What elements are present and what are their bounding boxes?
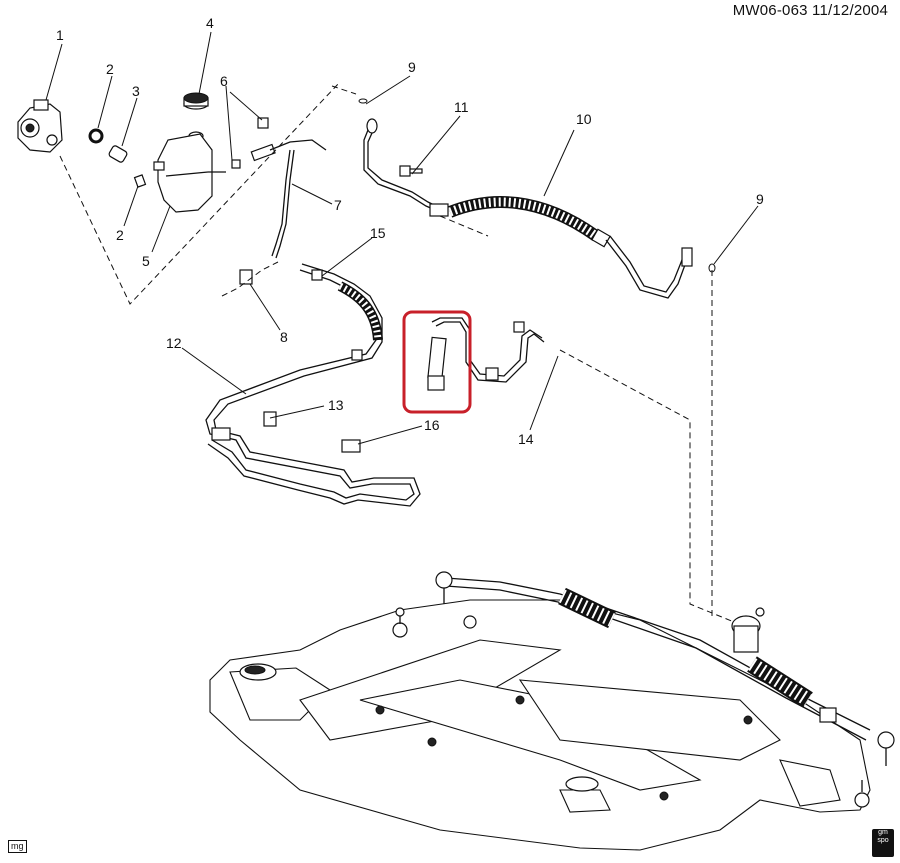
seal-ring-upper xyxy=(88,128,104,144)
gmspo-logo-line2: spo xyxy=(877,837,889,844)
callout-3: 3 xyxy=(132,83,140,99)
power-steering-pump xyxy=(17,99,63,153)
callout-7: 7 xyxy=(334,197,342,213)
pipe-bracket-clip xyxy=(341,439,361,453)
callout-12: 12 xyxy=(166,335,182,351)
callout-1: 1 xyxy=(56,27,64,43)
o-ring-upper xyxy=(358,98,368,104)
callout-16: 16 xyxy=(424,417,440,433)
callout-leaders xyxy=(45,31,759,445)
callout-8: 8 xyxy=(280,329,288,345)
front-subframe xyxy=(209,599,871,851)
callout-9-upper: 9 xyxy=(408,59,416,75)
callout-2-upper: 2 xyxy=(106,61,114,77)
callout-labels: 1 2 2 3 4 5 6 7 8 9 9 10 11 12 13 14 15 … xyxy=(56,15,764,447)
callout-4: 4 xyxy=(206,15,214,31)
return-pipe xyxy=(205,263,421,507)
pressure-pipe xyxy=(427,317,545,391)
callout-13: 13 xyxy=(328,397,344,413)
callout-6: 6 xyxy=(220,73,228,89)
callout-14: 14 xyxy=(518,431,534,447)
hose-clamp xyxy=(231,117,269,169)
mg-badge: mg xyxy=(8,840,27,853)
hose-clip xyxy=(311,269,323,281)
pipe-retainer-clip xyxy=(263,411,277,427)
mounting-nut xyxy=(239,269,253,285)
fluid-reservoir xyxy=(153,133,226,213)
seal-ring-lower xyxy=(133,174,147,188)
hose-fitting xyxy=(108,145,128,163)
pressure-hose-assembly xyxy=(363,118,693,299)
callout-11: 11 xyxy=(454,99,469,115)
gmspo-logo: gm spo xyxy=(872,829,894,857)
steering-gear-rack xyxy=(435,571,895,766)
callout-2-lower: 2 xyxy=(116,227,124,243)
reservoir-cap xyxy=(183,92,209,141)
callout-9-right: 9 xyxy=(756,191,764,207)
callout-15: 15 xyxy=(370,225,386,241)
diagram-code-date: MW06-063 11/12/2004 xyxy=(732,2,888,19)
return-hose xyxy=(250,139,327,259)
gmspo-logo-line1: gm xyxy=(878,829,888,836)
callout-5: 5 xyxy=(142,253,150,269)
retaining-bolt xyxy=(399,165,423,177)
callout-10: 10 xyxy=(576,111,592,127)
dashed-reference-lines xyxy=(59,81,735,623)
highlight-box xyxy=(402,310,472,414)
